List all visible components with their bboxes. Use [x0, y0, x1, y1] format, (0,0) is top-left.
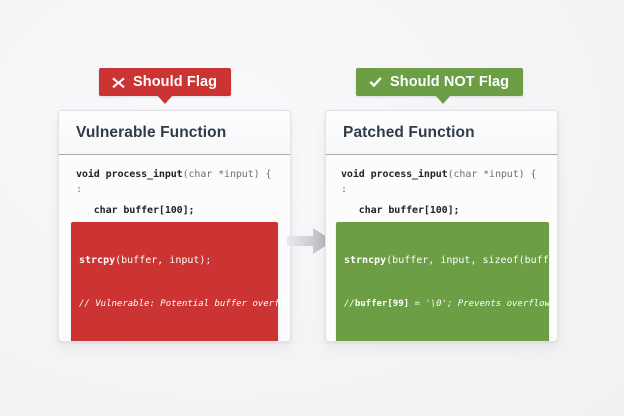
highlight-vulnerable-call: strcpy(buffer, input); // Vulnerable: Po… — [71, 222, 291, 341]
badge-should-flag: Should Flag — [99, 68, 232, 104]
code-call-name: strncpy — [344, 255, 387, 266]
code-line-signature: void process_input(char *input) { — [59, 167, 290, 182]
code-line-declaration: char buffer[100]; — [59, 203, 290, 218]
check-mark-icon — [369, 76, 382, 87]
card-patched-function: Patched Function void process_input(char… — [325, 110, 558, 342]
code-function-name: process_input — [105, 169, 183, 180]
code-comment: // Vulnerable: Potential buffer overflow — [79, 299, 291, 309]
code-comment-bold: buffer[99] — [354, 299, 410, 309]
badge-tail — [157, 95, 173, 104]
code-comment-mid: = '\0'; — [409, 299, 453, 309]
code-keyword: void — [76, 169, 100, 180]
badge-should-not-flag-label: Should NOT Flag — [390, 73, 510, 90]
code-keyword: char — [93, 205, 118, 216]
code-line-colon: : — [326, 182, 557, 197]
code-call-args: (buffer, input); — [115, 255, 212, 266]
code-line-declaration: char buffer[100]; — [326, 203, 557, 218]
code-highlight-main: strncpy(buffer, input, sizeof(buffer) - … — [344, 254, 557, 268]
code-colon: : — [76, 184, 82, 195]
code-comment-prefix: // — [344, 299, 355, 309]
code-signature-args: (char *input) { — [182, 169, 272, 180]
highlight-patched-call: strncpy(buffer, input, sizeof(buffer) - … — [336, 222, 557, 341]
code-declaration-rest: buffer[100]; — [388, 205, 460, 216]
card-header: Patched Function — [326, 111, 557, 155]
code-line-colon: : — [59, 182, 290, 197]
card-vulnerable-function: Vulnerable Function void process_input(c… — [58, 110, 291, 342]
code-keyword: void — [341, 169, 365, 180]
code-call-name: strcpy — [79, 255, 116, 266]
badge-should-flag-label: Should Flag — [133, 73, 218, 90]
code-colon: : — [341, 184, 347, 195]
code-declaration-rest: buffer[100]; — [123, 205, 195, 216]
badge-should-not-flag: Should NOT Flag — [356, 68, 524, 104]
code-block-vulnerable: void process_input(char *input) { : char… — [59, 155, 291, 341]
code-line-signature: void process_input(char *input) { — [326, 167, 557, 182]
card-title: Vulnerable Function — [76, 123, 227, 141]
code-highlight-main: strcpy(buffer, input); — [79, 254, 270, 268]
code-signature-args: (char *input) { — [447, 169, 537, 180]
code-keyword: char — [358, 205, 383, 216]
badge-tail — [435, 95, 451, 104]
code-comment-tail: Prevents overflow — [452, 299, 550, 309]
card-header: Vulnerable Function — [59, 111, 290, 155]
card-title: Patched Function — [343, 123, 475, 141]
code-block-patched: void process_input(char *input) { : char… — [326, 155, 557, 341]
right-arrow-icon — [287, 228, 333, 254]
x-mark-icon — [112, 76, 125, 88]
code-call-args: (buffer, input, sizeof(buffer) - 1); — [386, 255, 557, 266]
code-comment: //buffer[99] = '\0'; Prevents overflow — [344, 297, 550, 311]
code-function-name: process_input — [370, 169, 448, 180]
